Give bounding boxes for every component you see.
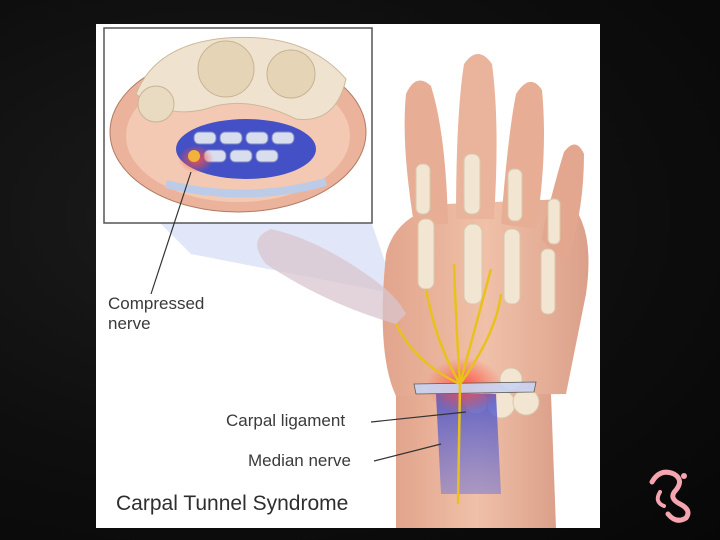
pink-swirl-logo-icon bbox=[640, 462, 704, 526]
illustration-title: Carpal Tunnel Syndrome bbox=[116, 492, 348, 516]
label-carpal-ligament: Carpal ligament bbox=[226, 411, 345, 431]
label-compressed-nerve: Compressed nerve bbox=[108, 294, 238, 334]
carpal-tunnel-illustration: Compressed nerve Carpal ligament Median … bbox=[96, 24, 600, 528]
label-median-nerve: Median nerve bbox=[248, 451, 351, 471]
carpal-ligament-band bbox=[414, 382, 536, 394]
